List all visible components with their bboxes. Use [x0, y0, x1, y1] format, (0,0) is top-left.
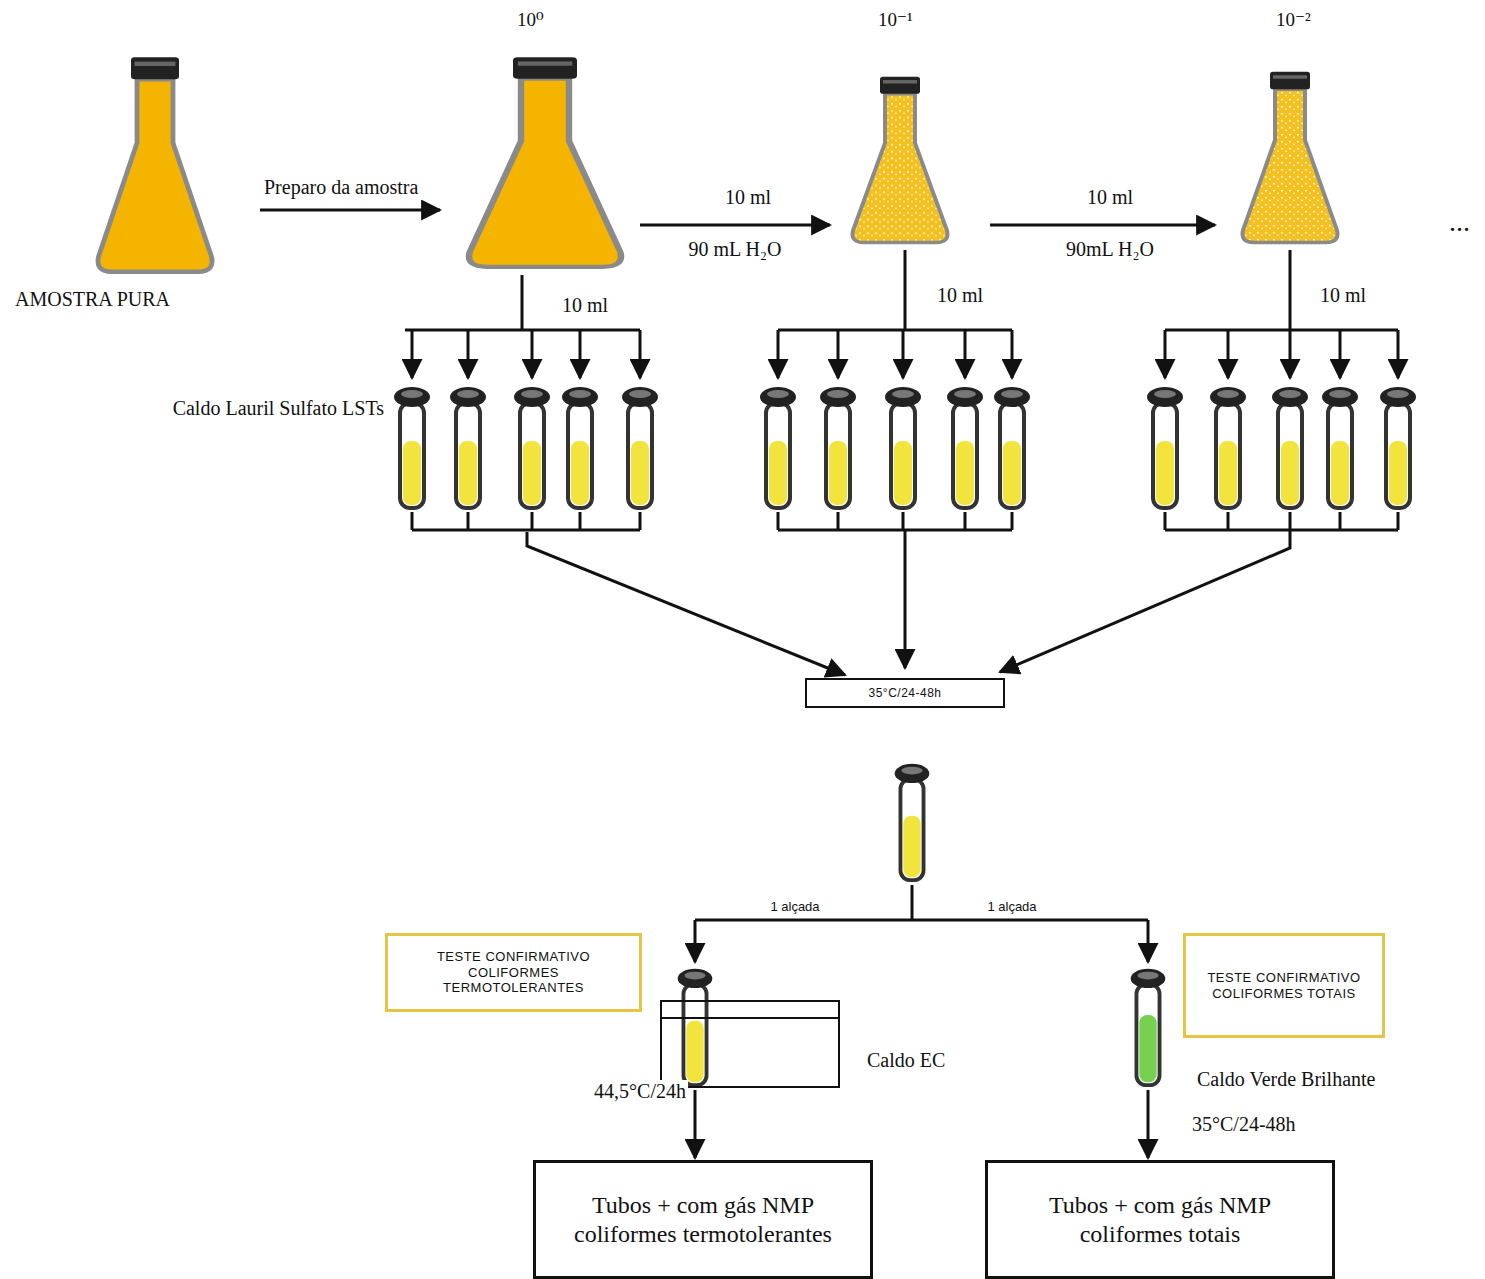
dilution-flask: 10⁻¹ — [850, 75, 950, 245]
node-text: 10⁻¹ — [878, 9, 913, 32]
volume-label: 10 ml — [935, 284, 985, 307]
flow-arrow — [1147, 1090, 1150, 1158]
loop-label: 1 alçada — [985, 899, 1038, 914]
flow-arrow — [260, 209, 440, 212]
node-text: AMOSTRA PURA — [15, 287, 170, 311]
flow-arrow — [990, 224, 1215, 227]
edge-label: 44,5°C/24h — [592, 1080, 688, 1103]
test-callout: TESTE CONFIRMATIVO COLIFORMES TOTAIS — [1183, 933, 1385, 1038]
loop-label: 1 alçada — [768, 899, 821, 914]
dilution-flask: 10⁻² — [1240, 70, 1340, 245]
node-text: Caldo Verde Brilhante — [1197, 1067, 1375, 1091]
sample-flask: AMOSTRA PURA — [95, 55, 215, 275]
edge-label: 10 ml — [1085, 186, 1135, 209]
result-box: Tubos + com gás NMP coliformes termotole… — [533, 1160, 873, 1279]
wires — [405, 250, 1398, 1018]
volume-label: 10 ml — [1318, 284, 1368, 307]
tubes — [394, 387, 1416, 1085]
node-text: Tubos + com gás NMP coliformes totais — [996, 1191, 1324, 1249]
dilution-flask: 10⁰ — [465, 55, 625, 270]
continuation: ... — [1447, 206, 1472, 238]
water-volume: 90mL H₂O — [1064, 238, 1156, 261]
node-text: 10⁰ — [517, 9, 544, 32]
tube-group: Caldo Lauril Sulfato LSTs — [392, 380, 662, 532]
result-box: Tubos + com gás NMP coliformes totais — [985, 1160, 1335, 1279]
node-text: 10⁻² — [1276, 9, 1311, 32]
node-text: TESTE CONFIRMATIVO COLIFORMES TOTAIS — [1194, 970, 1374, 1001]
volume-label: 10 ml — [560, 294, 610, 317]
flow-arrow — [527, 532, 845, 675]
flasks — [98, 57, 1338, 272]
flow-arrow — [694, 1090, 697, 1158]
flow-arrow — [640, 224, 830, 227]
edge-label: 35°C/24-48h — [1190, 1113, 1298, 1136]
node-text: Caldo Lauril Sulfato LSTs — [173, 396, 384, 420]
water-bath: Caldo EC — [660, 1000, 840, 1088]
edge-label: 10 ml — [723, 186, 773, 209]
incubation-box: 35°C/24-48h — [805, 678, 1005, 708]
node-text: TESTE CONFIRMATIVO COLIFORMES TERMOTOLER… — [396, 949, 631, 996]
node-text: 35°C/24-48h — [868, 686, 941, 700]
edge-label: Preparo da amostra — [262, 176, 420, 199]
green-tube: Caldo Verde Brilhante — [1128, 965, 1168, 1088]
node-text: Tubos + com gás NMP coliformes termotole… — [544, 1191, 862, 1249]
node-text: Caldo EC — [867, 1048, 945, 1072]
test-callout: TESTE CONFIRMATIVO COLIFORMES TERMOTOLER… — [385, 933, 642, 1012]
water-volume: 90 mL H₂O — [687, 238, 784, 261]
